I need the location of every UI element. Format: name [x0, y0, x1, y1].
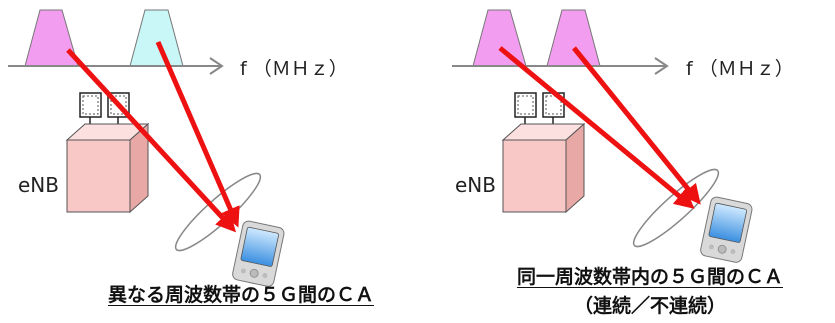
signal-arrow — [66, 48, 237, 233]
phone-icon — [700, 196, 753, 263]
signal-ring — [632, 168, 720, 248]
panel-right: f （ＭＨｚ） eNB — [452, 9, 794, 263]
caption-subtitle: （連続／不連続） — [573, 295, 726, 317]
caption-left: 異なる周波数帯の５Ｇ間のＣＡ — [108, 280, 374, 307]
phone-icon — [232, 220, 285, 287]
signal-arrow — [572, 46, 701, 205]
caption-title: 異なる周波数帯の５Ｇ間のＣＡ — [108, 284, 375, 306]
carrier-1 — [24, 9, 79, 67]
signal-arrow — [498, 46, 695, 209]
caption-title: 同一周波数帯内の５Ｇ間のＣＡ — [516, 266, 783, 288]
frequency-axis — [8, 57, 224, 75]
carrier-1 — [472, 9, 527, 67]
axis-label: f （ＭＨｚ） — [686, 58, 794, 80]
enb-box — [501, 122, 586, 214]
enb-label: eNB — [18, 173, 59, 197]
axis-label: f （ＭＨｚ） — [240, 58, 348, 80]
enb-box — [65, 122, 150, 214]
enb-label: eNB — [455, 173, 496, 197]
antenna-icon — [514, 92, 565, 126]
signal-arrow — [155, 41, 240, 228]
frequency-axis — [452, 57, 669, 75]
panel-left: f （ＭＨｚ） eNB — [8, 9, 348, 287]
carrier-2 — [129, 9, 184, 67]
caption-right: 同一周波数帯内の５Ｇ間のＣＡ （連続／不連続） — [470, 262, 830, 318]
carrier-2 — [546, 9, 601, 67]
